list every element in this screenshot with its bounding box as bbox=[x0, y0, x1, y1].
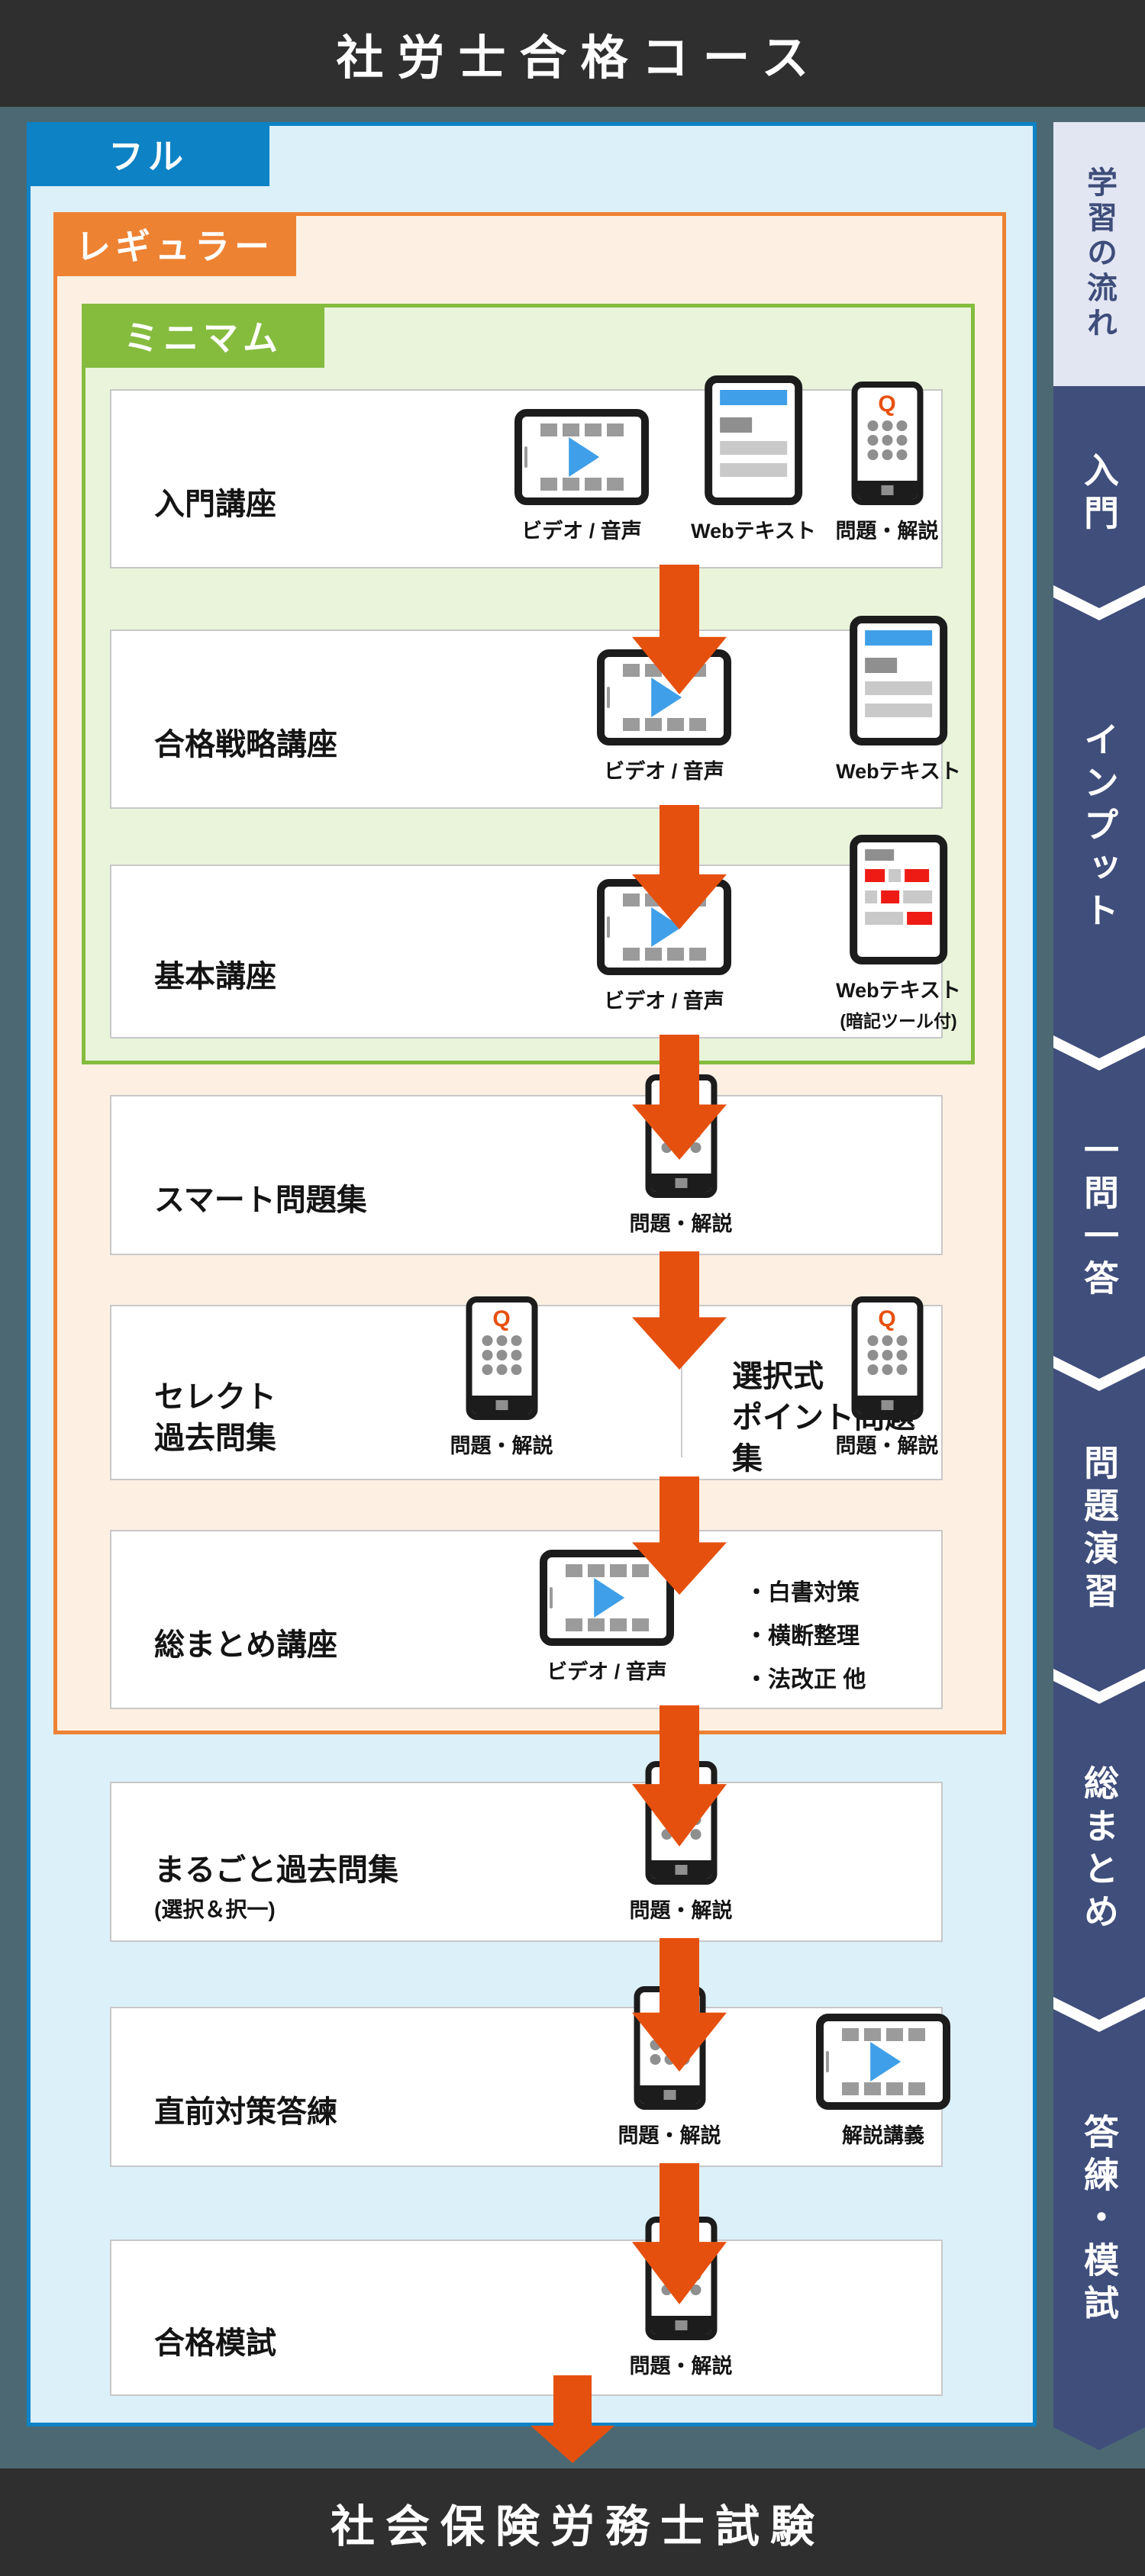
flow-arrow-icon bbox=[632, 1938, 727, 2072]
sidebar-section-one-q-one-a: 一問一答 bbox=[1079, 1132, 1119, 1302]
step-title: スマート問題集 bbox=[154, 1183, 367, 1218]
webtext-icon bbox=[704, 375, 802, 505]
sidebar-section-summary: 総まとめ bbox=[1079, 1765, 1119, 1936]
step-title: まるごと過去問集 (選択＆択一) bbox=[154, 1850, 398, 1924]
footer-title: 社会保険労務士試験 bbox=[330, 2501, 825, 2552]
question-phone-icon: Q bbox=[851, 1296, 923, 1420]
step-title: 合格模試 bbox=[154, 2326, 276, 2360]
q-glyph: Q bbox=[492, 1306, 511, 1331]
step-card-mock-exam: 合格模試 Q 問題・解説 bbox=[110, 2217, 943, 2396]
sidebar-bottom-arrow-tip bbox=[1053, 2427, 1145, 2450]
flow-arrow-icon bbox=[632, 2163, 727, 2304]
icon-label: ビデオ / 音声 bbox=[604, 760, 724, 783]
question-item: Q 問題・解説 bbox=[836, 382, 939, 544]
play-icon bbox=[870, 2042, 901, 2082]
step-card-strategy: 合格戦略講座 ビデオ / 音声 Webテキスト bbox=[110, 616, 961, 809]
icon-label: 問題・解説 bbox=[618, 2124, 721, 2147]
icon-label: Webテキスト bbox=[836, 979, 961, 1002]
list-item: ・法改正 他 bbox=[745, 1667, 866, 1692]
sidebar-section-practice: 問題演習 bbox=[1079, 1444, 1119, 1615]
icon-label: 解説講義 bbox=[842, 2124, 924, 2147]
question-phone-icon: Q bbox=[466, 1296, 537, 1420]
chevron-down-icon bbox=[1053, 1356, 1145, 1391]
flow-arrow-icon bbox=[632, 1035, 727, 1160]
webtext-item: Webテキスト bbox=[691, 375, 816, 544]
lecture-video-item: 解説講義 bbox=[816, 2014, 950, 2149]
video-player-icon bbox=[816, 2014, 950, 2110]
icon-label: 問題・解説 bbox=[629, 1212, 733, 1235]
icon-label: Webテキスト bbox=[836, 760, 961, 783]
sidebar-section-drill-mock: 答練・模試 bbox=[1079, 2114, 1119, 2327]
list-item: ・白書対策 bbox=[745, 1580, 860, 1605]
icon-label: ビデオ / 音声 bbox=[547, 1660, 667, 1683]
chevron-down-icon bbox=[1053, 1997, 1145, 2032]
flow-arrow-icon bbox=[632, 1476, 727, 1595]
final-flow-arrow-icon bbox=[531, 2375, 614, 2463]
step-title: 直前対策答練 bbox=[154, 2095, 337, 2130]
step-title: 合格戦略講座 bbox=[154, 727, 337, 762]
icon-label: Webテキスト bbox=[691, 520, 816, 543]
sidebar-section-intro: 入門 bbox=[1079, 452, 1119, 537]
step-title: 入門講座 bbox=[154, 487, 276, 521]
play-icon bbox=[594, 1578, 625, 1618]
sidebar-header: 学習の流れ bbox=[1053, 122, 1145, 386]
step-title: 基本講座 bbox=[154, 960, 276, 994]
q-glyph: Q bbox=[878, 1306, 896, 1331]
tab-full: フル bbox=[27, 122, 269, 186]
step-title: 総まとめ講座 bbox=[154, 1628, 337, 1662]
step-title-left: セレクト 過去問集 bbox=[154, 1380, 276, 1456]
step-card-smart-questions: スマート問題集 Q 問題・解説 bbox=[110, 1074, 943, 1255]
list-item: ・横断整理 bbox=[745, 1624, 860, 1649]
flow-arrow-icon bbox=[632, 1251, 727, 1370]
tab-minimum: ミニマム bbox=[82, 304, 324, 368]
flow-arrow-icon bbox=[632, 805, 727, 929]
video-audio-item: ビデオ / 音声 bbox=[540, 1550, 674, 1685]
icon-label: 問題・解説 bbox=[629, 2355, 733, 2378]
webtext-memorization-item: Webテキスト (暗記ツール付) bbox=[836, 835, 961, 1032]
chevron-down-icon bbox=[1053, 1035, 1145, 1071]
page-title: 社労士合格コース bbox=[336, 32, 823, 85]
play-icon bbox=[569, 437, 600, 477]
chevron-down-icon bbox=[1053, 585, 1145, 620]
icon-label: 問題・解説 bbox=[450, 1435, 553, 1457]
step-subtitle: (選択＆択一) bbox=[154, 1898, 276, 1922]
question-item: Q 問題・解説 bbox=[836, 1296, 939, 1459]
step-card-full-past: まるごと過去問集(選択＆択一) Q 問題・解説 bbox=[110, 1761, 943, 1942]
card-divider bbox=[681, 1328, 682, 1457]
step-card-summary: 総まとめ講座 ビデオ / 音声 ・白書対策 ・横断整理 ・法改正 他 bbox=[110, 1530, 943, 1709]
video-player-icon bbox=[540, 1550, 674, 1646]
webtext-item: Webテキスト bbox=[836, 616, 961, 784]
step-card-select-past: セレクト 過去問集 Q 問題・解説 選択式 ポイント問題集 Q 問題・解説 bbox=[110, 1296, 943, 1480]
step-title-text: まるごと過去問集 bbox=[154, 1853, 398, 1888]
step-card-final-drill: 直前対策答練 Q 問題・解説 解説講義 bbox=[110, 1986, 950, 2167]
header: 社労士合格コース bbox=[0, 0, 1145, 107]
icon-label: 問題・解説 bbox=[629, 1899, 733, 1922]
sidebar bbox=[1053, 386, 1145, 2427]
webtext-memorization-icon bbox=[849, 835, 947, 964]
sidebar-section-input: インプット bbox=[1079, 721, 1119, 935]
tab-regular: レギュラー bbox=[53, 212, 296, 276]
flow-arrow-icon bbox=[632, 565, 727, 694]
q-glyph: Q bbox=[878, 391, 896, 417]
video-audio-item: ビデオ / 音声 bbox=[514, 409, 649, 544]
video-player-icon bbox=[514, 409, 649, 505]
question-phone-icon: Q bbox=[851, 382, 923, 505]
icon-label: 問題・解説 bbox=[835, 520, 939, 543]
footer: 社会保険労務士試験 bbox=[0, 2468, 1145, 2576]
icon-note: (暗記ツール付) bbox=[840, 1011, 957, 1031]
flow-arrow-icon bbox=[632, 1705, 727, 1847]
chevron-down-icon bbox=[1053, 1669, 1145, 1704]
icon-label: 問題・解説 bbox=[835, 1435, 939, 1457]
step-card-basic: 基本講座 ビデオ / 音声 Webテキスト (暗記ツール付) bbox=[110, 835, 961, 1038]
icon-label: ビデオ / 音声 bbox=[604, 990, 724, 1013]
icon-label: ビデオ / 音声 bbox=[521, 520, 642, 543]
summary-topics-list: ・白書対策 ・横断整理 ・法改正 他 bbox=[745, 1571, 866, 1702]
webtext-icon bbox=[849, 616, 947, 745]
question-item: Q 問題・解説 bbox=[450, 1296, 553, 1459]
sidebar-title: 学習の流れ bbox=[1082, 166, 1116, 342]
step-card-intro: 入門講座 ビデオ / 音声 Webテキスト Q 問題 bbox=[110, 375, 943, 568]
